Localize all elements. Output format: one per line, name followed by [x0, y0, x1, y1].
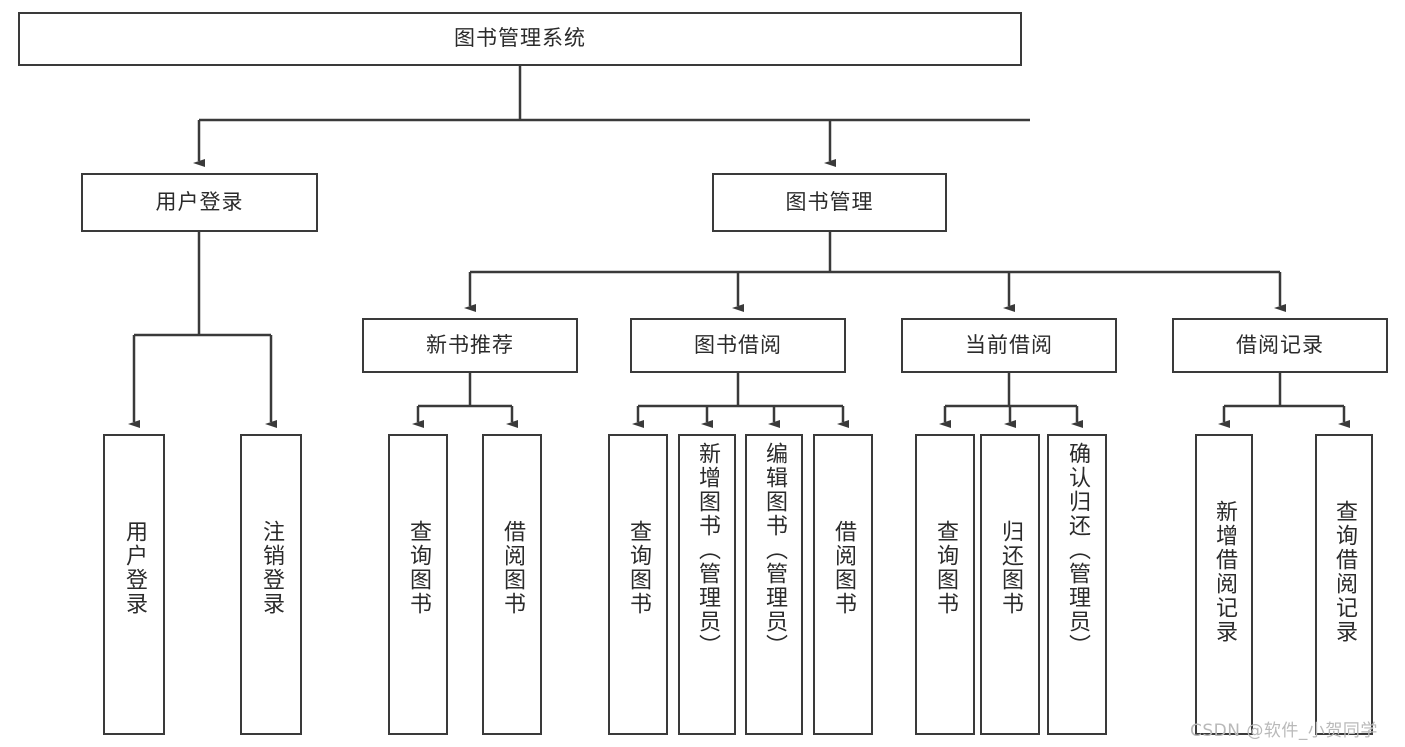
node-root-label: 图书管理系统 [454, 26, 586, 51]
leaf-query-book-recommend-label: 查询图书 [405, 520, 431, 616]
node-book-management[interactable]: 图书管理 [712, 173, 947, 232]
leaf-edit-book-admin-label: 编辑图书（管理员） [761, 442, 787, 658]
leaf-add-book-admin-label: 新增图书（管理员） [694, 442, 720, 658]
node-new-book-recommend[interactable]: 新书推荐 [362, 318, 578, 373]
leaf-return-book[interactable]: 归还图书 [980, 434, 1040, 735]
leaf-edit-book-admin[interactable]: 编辑图书（管理员） [745, 434, 803, 735]
leaf-query-book-current[interactable]: 查询图书 [915, 434, 975, 735]
leaf-borrow-book-recommend-label: 借阅图书 [499, 520, 525, 616]
csdn-watermark: CSDN @软件_小贺同学 [1190, 721, 1378, 741]
leaf-confirm-return-admin[interactable]: 确认归还（管理员） [1047, 434, 1107, 735]
leaf-query-book-borrow[interactable]: 查询图书 [608, 434, 668, 735]
node-book-management-label: 图书管理 [785, 189, 874, 214]
leaf-add-borrow-record-label: 新增借阅记录 [1211, 500, 1237, 644]
leaf-query-borrow-record-label: 查询借阅记录 [1331, 500, 1357, 644]
node-book-borrow-label: 图书借阅 [694, 332, 782, 357]
node-current-borrow[interactable]: 当前借阅 [901, 318, 1117, 373]
leaf-borrow-book-label: 借阅图书 [830, 520, 856, 616]
node-new-book-recommend-label: 新书推荐 [426, 332, 514, 357]
leaf-query-book-current-label: 查询图书 [932, 520, 958, 616]
leaf-confirm-return-admin-label: 确认归还（管理员） [1064, 442, 1090, 658]
node-book-borrow[interactable]: 图书借阅 [630, 318, 846, 373]
node-borrow-records-label: 借阅记录 [1236, 332, 1324, 357]
leaf-borrow-book-recommend[interactable]: 借阅图书 [482, 434, 542, 735]
leaf-user-login[interactable]: 用户登录 [103, 434, 165, 735]
leaf-return-book-label: 归还图书 [997, 520, 1023, 616]
leaf-add-borrow-record[interactable]: 新增借阅记录 [1195, 434, 1253, 735]
node-user-login[interactable]: 用户登录 [81, 173, 318, 232]
leaf-borrow-book[interactable]: 借阅图书 [813, 434, 873, 735]
node-user-login-label: 用户登录 [155, 189, 244, 214]
leaf-user-login-label: 用户登录 [121, 520, 147, 616]
node-root[interactable]: 图书管理系统 [18, 12, 1022, 66]
leaf-query-book-recommend[interactable]: 查询图书 [388, 434, 448, 735]
leaf-query-borrow-record[interactable]: 查询借阅记录 [1315, 434, 1373, 735]
leaf-query-book-borrow-label: 查询图书 [625, 520, 651, 616]
leaf-logout[interactable]: 注销登录 [240, 434, 302, 735]
node-current-borrow-label: 当前借阅 [965, 332, 1053, 357]
node-borrow-records[interactable]: 借阅记录 [1172, 318, 1388, 373]
leaf-add-book-admin[interactable]: 新增图书（管理员） [678, 434, 736, 735]
leaf-logout-label: 注销登录 [258, 520, 284, 616]
